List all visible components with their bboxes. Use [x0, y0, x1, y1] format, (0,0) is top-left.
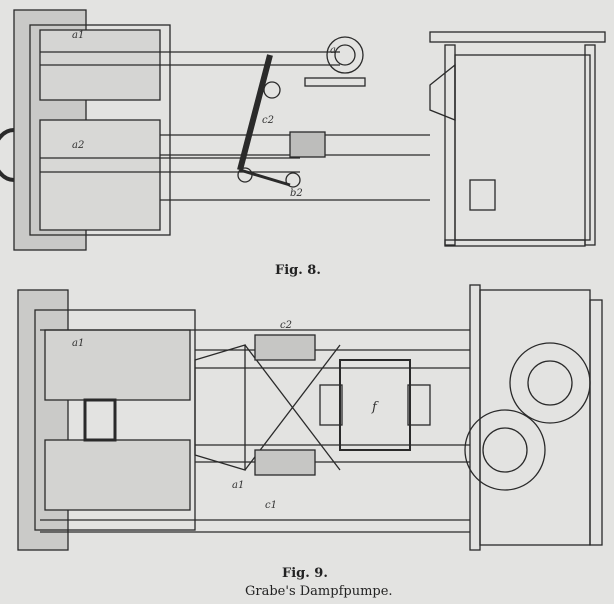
label-a1: a1 — [72, 30, 85, 41]
label-c2: c2 — [280, 320, 292, 331]
label-b2: b2 — [290, 188, 303, 199]
label-a: a — [330, 45, 336, 56]
label-f: f — [372, 400, 377, 415]
label-a1: a1 — [72, 338, 85, 349]
fig-9-drawing — [17, 284, 603, 551]
figure-9-caption: Fig. 9. — [282, 566, 328, 581]
label-c2: c2 — [262, 115, 274, 126]
label-a1: a1 — [232, 480, 245, 491]
figure-title: Grabe's Dampfpumpe. — [245, 584, 393, 599]
fig-8-drawing — [0, 9, 606, 251]
label-c1: c1 — [265, 500, 277, 511]
label-a2: a2 — [72, 140, 85, 151]
figure-8-caption: Fig. 8. — [275, 263, 321, 278]
